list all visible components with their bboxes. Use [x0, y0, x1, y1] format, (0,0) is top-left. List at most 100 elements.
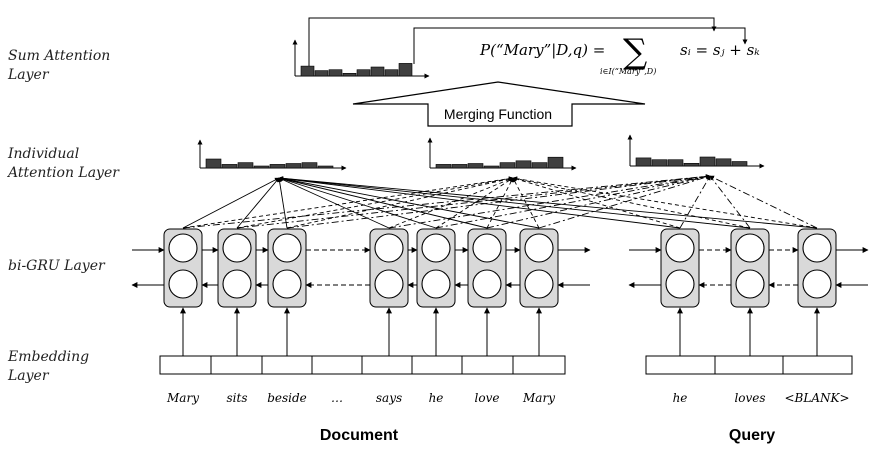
recurrent-arrows [131, 247, 869, 288]
query-embedding-box [714, 355, 784, 375]
attention-bar [398, 63, 413, 77]
merging-function-arrow: Merging Function [352, 81, 646, 127]
attention-connection [286, 176, 514, 229]
attention-connection [486, 177, 514, 229]
document-word: Mary [166, 391, 199, 405]
attention-connection [709, 175, 751, 229]
attention-bar [342, 73, 357, 77]
attention-bar [328, 69, 343, 77]
document-embedding-box [411, 355, 463, 375]
forward-gru-unit [735, 233, 765, 263]
embedding-boxes [159, 355, 853, 375]
attention-bar [515, 160, 532, 169]
attention-connection [182, 174, 711, 229]
attention-bar [683, 163, 700, 167]
attention-bar [269, 164, 286, 169]
document-word: he [429, 391, 444, 405]
merging-function-label: Merging Function [444, 106, 552, 122]
merging-arrow-shape [352, 81, 646, 127]
attention-bar [356, 69, 371, 77]
attention-connection [278, 177, 390, 229]
attention-connection [278, 176, 540, 229]
attention-bar [300, 65, 315, 77]
attention-connection [236, 174, 711, 229]
gru-cell [217, 228, 257, 308]
forward-gru-unit [272, 233, 302, 263]
gru-cell [416, 228, 456, 308]
document-word: says [376, 391, 402, 405]
attention-connection [277, 177, 288, 229]
attention-connection [709, 175, 818, 229]
attention-connection [236, 176, 514, 229]
forward-gru-unit [374, 233, 404, 263]
sum-attention-chart [292, 39, 430, 79]
sum-attention-layer-label-line1: Sum Attention [8, 48, 110, 64]
attention-connection [278, 176, 751, 229]
query-embedding-box [645, 355, 716, 375]
attention-connection [512, 176, 818, 229]
gru-cell [163, 228, 203, 308]
attention-bar [384, 69, 399, 77]
formula-lhs: P(“Mary”|D,q) = [479, 41, 605, 59]
document-embedding-box [361, 355, 413, 375]
forward-gru-unit [524, 233, 554, 263]
attention-bar [253, 165, 270, 169]
backward-gru-unit [421, 269, 451, 299]
gru-cell [730, 228, 770, 308]
attention-connections [182, 174, 818, 229]
forward-gru-unit [665, 233, 695, 263]
forward-gru-unit [222, 233, 252, 263]
formula-subscript: i∈I(“Mary”,D) [600, 67, 656, 76]
gru-cell [519, 228, 559, 308]
attention-connection [388, 174, 711, 229]
individual-attention-chart-1 [197, 139, 347, 171]
backward-gru-unit [524, 269, 554, 299]
individual-attention-layer-label-line2: Attention Layer [6, 165, 120, 181]
attention-connection [236, 177, 280, 229]
query-caption: Query [729, 427, 775, 444]
attention-bar [547, 156, 564, 169]
attention-connection [486, 174, 711, 229]
individual-attention-chart-3 [627, 134, 765, 169]
query-embedding-box [782, 355, 853, 375]
individual-attention-layer-label-line1: Individual [7, 146, 79, 162]
document-embedding-box [461, 355, 514, 375]
document-word: love [475, 391, 500, 405]
attention-connection [435, 177, 514, 229]
backward-gru-unit [665, 269, 695, 299]
attention-bar [205, 158, 222, 169]
attention-connection [512, 177, 681, 229]
bigru-layer-label: bi-GRU Layer [8, 258, 106, 274]
attention-bar [715, 158, 732, 167]
backward-gru-unit [472, 269, 502, 299]
attention-bar [451, 164, 468, 169]
formula-rhs: sᵢ = sⱼ + sₖ [680, 41, 760, 59]
forward-gru-unit [168, 233, 198, 263]
layer-labels: Sum Attention Layer Individual Attention… [6, 48, 120, 384]
query-word: <BLANK> [784, 391, 849, 405]
document-embedding-box [210, 355, 263, 375]
attention-bar [314, 70, 329, 77]
backward-gru-unit [222, 269, 252, 299]
attention-connection [512, 177, 540, 229]
attention-bar [483, 165, 500, 169]
attention-bar [635, 157, 652, 167]
bigru-cells [163, 228, 837, 308]
forward-gru-unit [802, 233, 832, 263]
connector-second-mary [413, 27, 748, 64]
attention-connection [278, 176, 488, 229]
embedding-to-gru-arrows [180, 307, 820, 356]
query-word: he [673, 391, 688, 405]
connector-first-mary [308, 17, 717, 66]
attention-connection [286, 174, 711, 229]
attention-connection [182, 177, 280, 229]
forward-gru-unit [472, 233, 502, 263]
forward-gru-unit [421, 233, 451, 263]
gru-cell [369, 228, 409, 308]
embedding-layer-label-line1: Embedding [7, 349, 89, 365]
document-embedding-box [512, 355, 566, 375]
attention-bar [435, 164, 452, 169]
gru-cell [267, 228, 307, 308]
